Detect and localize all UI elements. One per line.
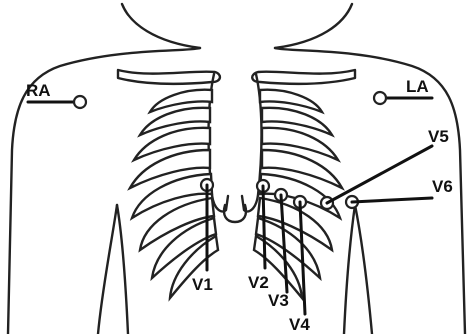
label-v6: V6: [432, 177, 453, 196]
clavicles: [118, 70, 355, 84]
electrode-v6: V6: [346, 177, 453, 208]
label-v2: V2: [248, 273, 269, 292]
ribs-left: [254, 90, 342, 298]
torso-outline: [8, 4, 465, 334]
electrode-la: LA: [374, 77, 432, 104]
ribs-right: [130, 90, 218, 298]
label-v1: V1: [192, 275, 213, 294]
sternum: [209, 74, 262, 222]
label-v3: V3: [268, 291, 289, 310]
label-ra: RA: [26, 81, 51, 100]
electrode-ra: RA: [26, 81, 86, 108]
label-la: LA: [406, 77, 429, 96]
label-v5: V5: [428, 127, 449, 146]
label-v4: V4: [289, 315, 310, 334]
